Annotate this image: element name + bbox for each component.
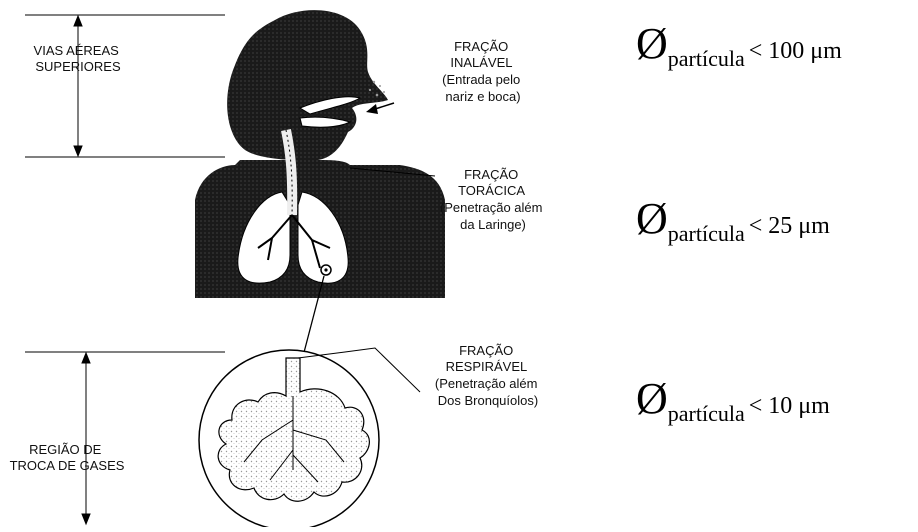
thoracic-fraction-label: FRAÇÃO TORÁCICA (Penetração além da Lari…: [440, 167, 546, 232]
diameter-subscript: partícula: [668, 401, 745, 426]
head-silhouette: [227, 10, 388, 160]
respirable-size-formula: Øpartícula< 10 μm: [636, 373, 830, 424]
diameter-symbol: Ø: [636, 194, 668, 243]
thoracic-size-formula: Øpartícula< 25 μm: [636, 193, 830, 244]
gas-exchange-label: REGIÃO DE TROCA DE GASES: [10, 442, 125, 473]
size-threshold: < 10 μm: [749, 393, 830, 419]
upper-airways-label: VIAS AÉREAS SUPERIORES: [34, 43, 123, 74]
diameter-symbol: Ø: [636, 19, 668, 68]
diameter-subscript: partícula: [668, 221, 745, 246]
inhalable-leader-head: [366, 104, 378, 114]
diameter-subscript: partícula: [668, 46, 745, 71]
upper-airways-dimension-arrow: [74, 16, 82, 156]
respirable-fraction-label: FRAÇÃO RESPIRÁVEL (Penetração além Dos B…: [435, 343, 541, 408]
size-threshold: < 25 μm: [749, 213, 830, 239]
size-threshold: < 100 μm: [749, 38, 842, 64]
gas-exchange-dimension-arrow: [82, 353, 90, 524]
diameter-symbol: Ø: [636, 374, 668, 423]
inhalable-fraction-label: FRAÇÃO INALÁVEL (Entrada pelo nariz e bo…: [442, 39, 524, 104]
inhalable-size-formula: Øpartícula< 100 μm: [636, 18, 842, 69]
